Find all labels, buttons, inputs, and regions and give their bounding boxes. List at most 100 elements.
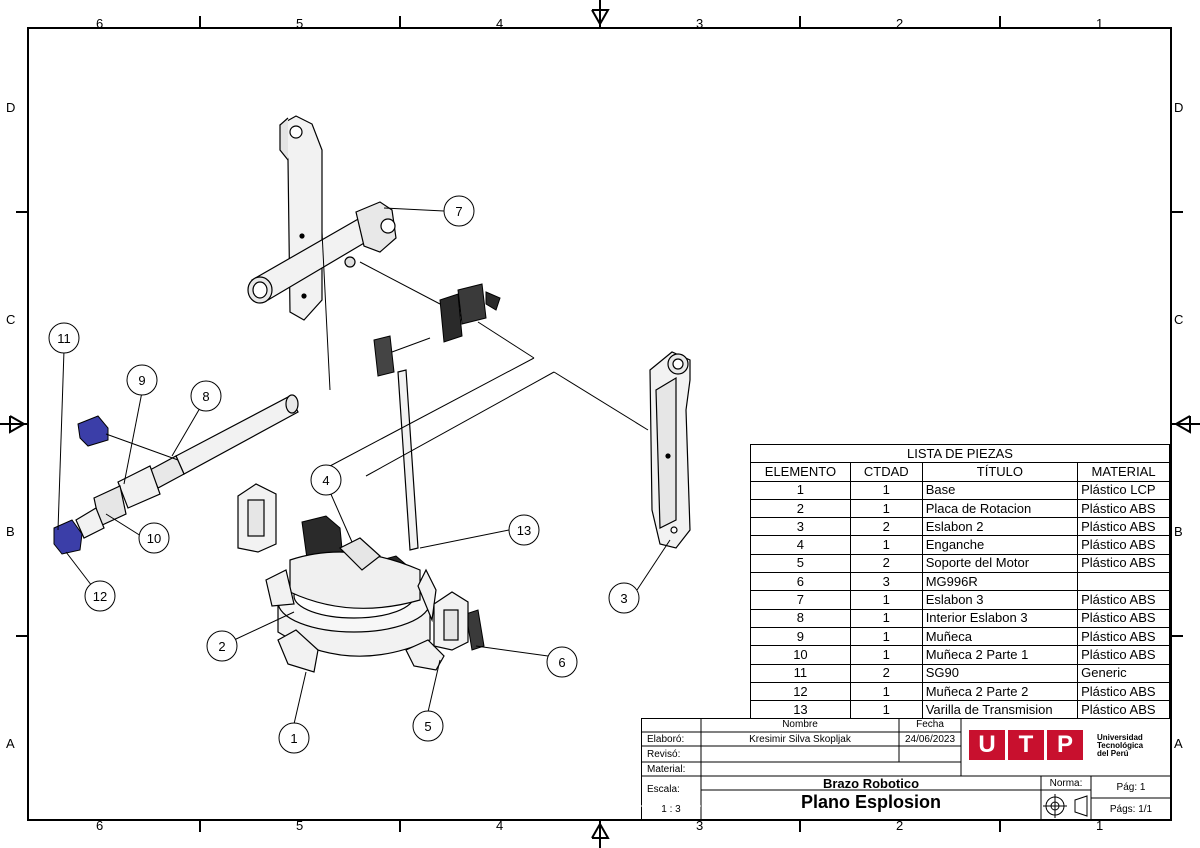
zone-row-a-right: A (1174, 736, 1183, 751)
material-label: Material: (647, 764, 686, 775)
zone-col-4-top: 4 (496, 16, 504, 31)
parts-list-table: LISTA DE PIEZAS ELEMENTO CTDAD TÍTULO MA… (750, 443, 1170, 720)
cell-elemento: 11 (750, 663, 851, 683)
cell-ctdad: 1 (849, 608, 923, 628)
cell-ctdad: 1 (849, 498, 923, 519)
cell-elemento: 4 (750, 535, 851, 555)
header-elemento: ELEMENTO (750, 462, 851, 482)
cell-ctdad: 1 (849, 645, 923, 665)
part-motor-support (237, 483, 469, 651)
balloon-9: 9 (138, 373, 145, 388)
zone-col-2-top: 2 (896, 16, 904, 31)
drawing-title: Plano Esplosion (800, 792, 942, 812)
balloon-10: 10 (147, 531, 161, 546)
cell-ctdad: 1 (849, 480, 923, 500)
projection-symbol (1043, 794, 1088, 818)
zone-row-d-left: D (6, 100, 16, 115)
cell-ctdad: 2 (849, 663, 923, 683)
zone-row-c-left: C (6, 312, 16, 327)
elaboro-label: Elaboró: (647, 734, 685, 745)
zone-col-3-bottom: 3 (696, 818, 704, 833)
cell-titulo: Soporte del Motor (921, 553, 1079, 574)
cell-material: Plástico ABS (1077, 681, 1170, 702)
balloon-8: 8 (202, 389, 209, 404)
zone-row-b-right: B (1174, 524, 1183, 539)
cell-elemento: 8 (750, 608, 851, 628)
cell-ctdad: 1 (849, 535, 923, 555)
cell-material: Plástico ABS (1077, 498, 1170, 519)
balloon-12: 12 (93, 589, 107, 604)
cell-material: Plástico ABS (1077, 626, 1170, 647)
cell-elemento: 13 (750, 700, 851, 720)
cell-ctdad: 1 (849, 700, 923, 720)
page-number: Pág: 1 (1116, 782, 1146, 793)
cell-titulo: Varilla de Transmision (921, 700, 1079, 720)
balloon-1: 1 (290, 731, 297, 746)
elaboro-name: Kresimir Silva Skopljak (749, 734, 851, 745)
escala-value: 1 : 3 (661, 804, 681, 815)
cell-titulo: Muñeca (921, 626, 1079, 647)
utp-logo-letter: P (1047, 730, 1083, 760)
part-sg90 (53, 415, 109, 555)
zone-col-4-bottom: 4 (496, 818, 504, 833)
balloon-7: 7 (455, 204, 462, 219)
norma-label: Norma: (1049, 778, 1083, 789)
utp-logo-text: Universidad Tecnológica del Perú (1097, 734, 1143, 758)
cell-elemento: 2 (750, 498, 851, 519)
cell-ctdad: 2 (849, 517, 923, 537)
zone-col-2-bottom: 2 (896, 818, 904, 833)
cell-titulo: Enganche (921, 535, 1079, 555)
escala-label: Escala: (647, 784, 680, 795)
cell-elemento: 5 (750, 553, 851, 574)
balloon-6: 6 (558, 655, 565, 670)
cell-ctdad: 1 (849, 626, 923, 647)
cell-material: Plástico ABS (1077, 608, 1170, 628)
balloon-13: 13 (517, 523, 531, 538)
cell-titulo: Muñeca 2 Parte 2 (921, 681, 1079, 702)
cell-material: Plástico ABS (1077, 517, 1170, 537)
logo-text-1: Universidad (1097, 733, 1143, 742)
zone-ticks (16, 16, 1183, 832)
zone-col-5-top: 5 (296, 16, 304, 31)
leader-lines (57, 207, 671, 725)
cell-titulo: SG90 (921, 663, 1079, 683)
cell-ctdad: 1 (849, 590, 923, 610)
cell-titulo: Interior Eslabon 3 (921, 608, 1079, 628)
cell-elemento: 12 (750, 681, 851, 702)
reviso-label: Revisó: (647, 749, 681, 760)
part-interior-eslabon (75, 394, 299, 539)
cell-material: Plástico ABS (1077, 553, 1170, 574)
part-eslabon-3 (247, 115, 397, 321)
zone-col-3-top: 3 (696, 16, 704, 31)
cell-titulo: Base (921, 480, 1079, 500)
balloon-5: 5 (424, 719, 431, 734)
page-count: Págs: 1/1 (1109, 804, 1153, 815)
cell-titulo: Eslabon 2 (921, 517, 1079, 537)
balloon-3: 3 (620, 591, 627, 606)
cell-elemento: 10 (750, 645, 851, 665)
zone-row-a-left: A (6, 736, 15, 751)
col-nombre: Nombre (782, 719, 818, 730)
cell-elemento: 6 (750, 572, 851, 592)
elaboro-date: 24/06/2023 (904, 734, 956, 745)
header-material: MATERIAL (1077, 462, 1170, 482)
cell-ctdad: 2 (849, 553, 923, 574)
cell-titulo: Placa de Rotacion (921, 498, 1079, 519)
header-titulo: TÍTULO (921, 462, 1079, 482)
cell-material: Generic (1077, 663, 1170, 683)
logo-text-2: Tecnológica (1097, 741, 1144, 750)
cell-material: Plástico LCP (1077, 480, 1170, 500)
